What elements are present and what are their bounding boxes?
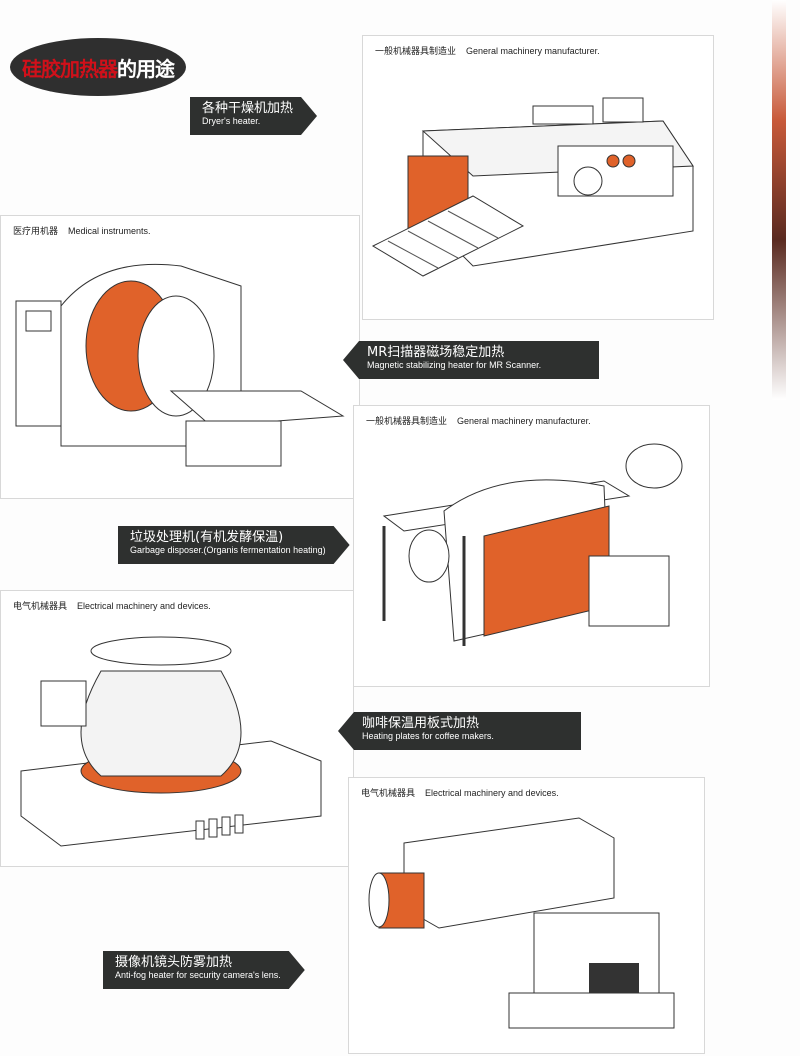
coffee-maker-illustration — [20, 636, 322, 847]
page-edge-strip — [772, 0, 786, 400]
security-camera-illustration — [368, 817, 675, 1029]
garbage-disposer-label: 垃圾处理机(有机发酵保温)Garbage disposer.(Organis f… — [118, 526, 350, 564]
garbage-disposer-illustration — [382, 443, 683, 646]
dryer-illustration — [371, 97, 694, 277]
mr-scanner-illustration — [15, 263, 345, 467]
title-rest: 的用途 — [117, 56, 175, 81]
title-highlight: 硅胶加热器 — [22, 56, 118, 81]
page-title: 硅胶加热器的用途 — [10, 38, 186, 96]
